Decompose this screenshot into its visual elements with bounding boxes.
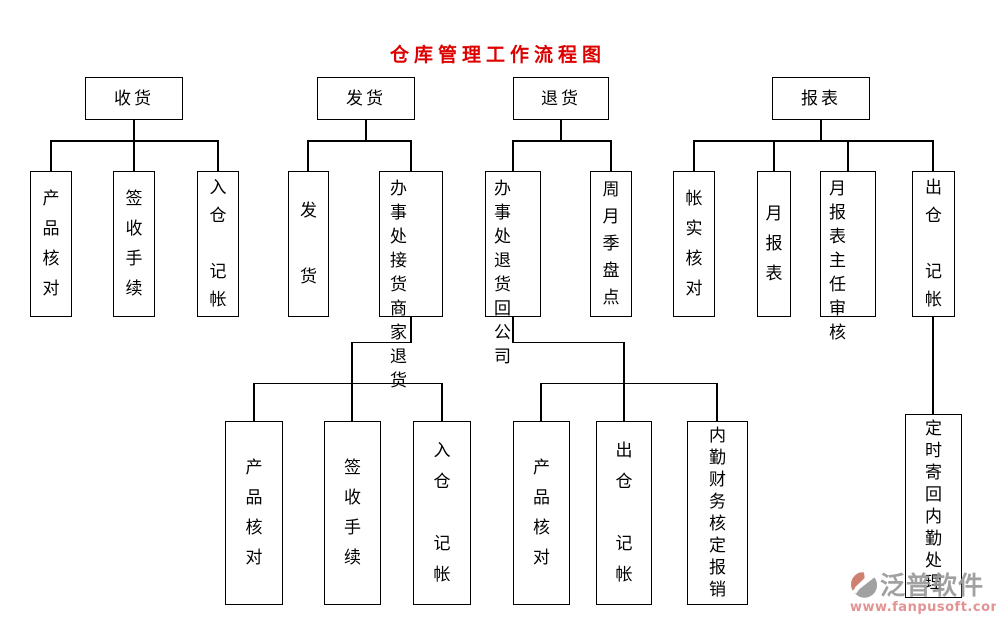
- connector-line: [410, 317, 412, 343]
- connector-line: [441, 382, 443, 422]
- connector-line: [253, 382, 255, 422]
- connector-line: [693, 140, 934, 142]
- node-product-check-returns: 产 品 核 对: [513, 421, 570, 605]
- connector-line: [307, 140, 412, 142]
- connector-line: [932, 140, 934, 172]
- connector-line: [932, 317, 934, 415]
- node-product-check-receiving: 产 品 核 对: [30, 171, 72, 317]
- connector-line: [50, 140, 52, 172]
- diagram-title: 仓库管理工作流程图: [389, 44, 606, 66]
- watermark-url-text: www.fanpusoft.com: [850, 600, 996, 615]
- node-scheduled-mail-back-backoffice: 定 时 寄 回 内 勤 处 理: [905, 414, 962, 598]
- node-backoffice-finance-approve-reimburse: 内 勤 财 务 核 定 报 销: [687, 421, 748, 605]
- node-weekly-monthly-quarterly-stocktake: 周 月 季 盘 点: [590, 171, 632, 317]
- node-warehouse-out-bookkeeping-reports: 出 仓 记 帐: [912, 171, 955, 317]
- connector-line: [693, 140, 695, 172]
- connector-line: [217, 140, 219, 172]
- connector-line: [560, 120, 562, 141]
- node-product-check-shipping: 产 品 核 对: [225, 421, 283, 605]
- node-monthly-report: 月 报 表: [757, 171, 791, 317]
- node-account-actual-check: 帐 实 核 对: [673, 171, 715, 317]
- node-warehouse-out-bookkeeping-returns: 出 仓 记 帐: [596, 421, 652, 605]
- connector-line: [253, 382, 444, 384]
- node-ship-goods: 发 货: [288, 171, 329, 317]
- connector-line: [351, 341, 353, 422]
- watermark: 泛普软件 www.fanpusoft.com: [850, 566, 996, 616]
- connector-line: [351, 341, 412, 343]
- connector-line: [133, 140, 135, 172]
- connector-line: [847, 140, 849, 172]
- connector-line: [773, 140, 775, 172]
- node-monthly-report-director-review: 月报 表主 任审 核: [820, 171, 876, 343]
- node-sign-procedure-shipping: 签 收 手 续: [324, 421, 381, 605]
- connector-line: [410, 140, 412, 172]
- node-shipping: 发货: [317, 77, 415, 120]
- connector-line: [623, 341, 625, 422]
- connector-line: [610, 140, 612, 172]
- node-reports: 报表: [772, 77, 870, 120]
- connector-line: [512, 140, 612, 142]
- connector-line: [540, 382, 542, 422]
- connector-line: [512, 341, 625, 343]
- connector-line: [512, 317, 514, 343]
- connector-line: [512, 140, 514, 172]
- connector-line: [365, 120, 367, 141]
- node-office-receive-merchant-return: 办事 处接 货商 家退 货: [379, 171, 443, 391]
- fanpu-logo-icon: [850, 571, 878, 598]
- connector-line: [820, 120, 822, 141]
- node-office-return-to-company: 办事 处退 货回 公司: [485, 171, 541, 367]
- connector-line: [307, 140, 309, 172]
- node-warehouse-in-bookkeeping-receiving: 入 仓 记 帐: [197, 171, 239, 317]
- node-returns: 退货: [513, 77, 609, 120]
- connector-line: [540, 382, 719, 384]
- connector-line: [716, 382, 718, 422]
- node-receiving: 收货: [85, 77, 183, 120]
- node-warehouse-in-bookkeeping-shipping: 入 仓 记 帐: [413, 421, 471, 605]
- connector-line: [133, 120, 135, 141]
- node-sign-procedure-receiving: 签 收 手 续: [113, 171, 155, 317]
- watermark-brand-text: 泛普软件: [880, 571, 985, 600]
